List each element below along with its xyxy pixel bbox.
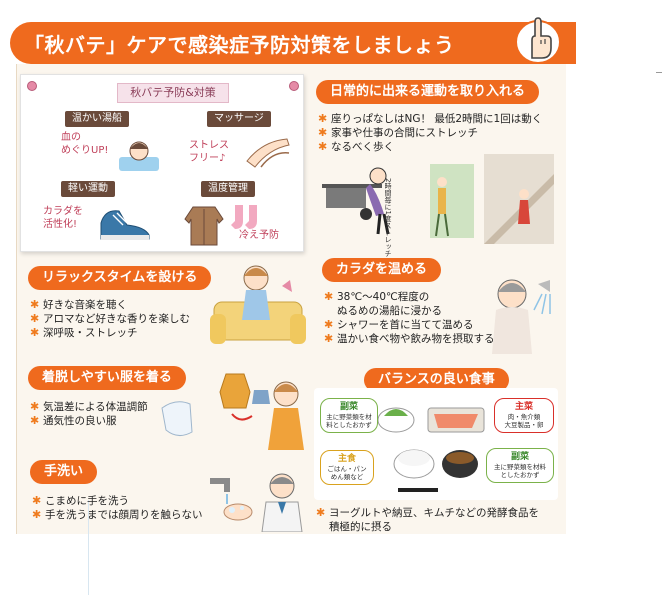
note-title: 秋バテ予防&対策 [117, 83, 229, 103]
handwritten-note: 血の めぐりUP! [61, 132, 109, 156]
page-title: 「秋バテ」ケアで感染症予防対策をしましょう [24, 32, 455, 57]
list-item: ✱シャワーを首に当てて温める [324, 318, 474, 331]
asterisk-bullet-icon: ✱ [316, 506, 326, 519]
asterisk-bullet-icon: ✱ [30, 326, 40, 339]
heading-clothes: 着脱しやすい服を着る [28, 366, 186, 390]
massage-hands-illustration [246, 138, 290, 168]
tag-exercise: 軽い運動 [61, 181, 115, 197]
list-item: ✱通気性の良い服 [30, 414, 117, 427]
asterisk-bullet-icon: ✱ [30, 414, 40, 427]
tag-bath: 温かい湯船 [65, 111, 129, 127]
hand-washing-illustration [210, 473, 303, 532]
asterisk-bullet-icon: ✱ [318, 126, 328, 139]
shower-illustration [492, 279, 551, 354]
exercise-list: ✱座りっぱなしはNG！ 最低2時間に1回は動く ✱家事や仕事の合間にストレッチ … [318, 112, 542, 154]
prevention-note-card: 秋バテ予防&対策 温かい湯船 血の めぐりUP! マッサージ ストレス フリー♪… [20, 74, 304, 252]
pointing-hand-icon [515, 17, 561, 64]
hand-washing-list: ✱こまめに手を洗う ✱手を洗うまでは顔周りを触らない [32, 494, 203, 522]
heading-warm-body: カラダを温める [322, 258, 442, 282]
asterisk-bullet-icon: ✱ [32, 508, 42, 521]
list-item: ✱好きな音楽を聴く [30, 298, 127, 311]
asterisk-bullet-icon: ✱ [30, 400, 40, 413]
exercise-illustration [322, 154, 554, 244]
heading-hand-washing: 手洗い [30, 460, 98, 484]
food-category-main-dish: 主菜 肉・魚介類 大豆製品・卵 [494, 398, 554, 433]
diet-list: ✱ヨーグルトや納豆、キムチなどの発酵食品を 積極的に摂る [316, 506, 539, 534]
food-category-side-dish: 副菜 主に野菜類を材 料としたおかず [320, 398, 378, 433]
diet-panel: 副菜 主に野菜類を材 料としたおかず 主菜 肉・魚介類 大豆製品・卵 主食 ごは… [314, 388, 558, 500]
list-item: ✱こまめに手を洗う [32, 494, 129, 507]
relax-list: ✱好きな音楽を聴く ✱アロマなど好きな香りを楽しむ ✱深呼吸・ストレッチ [30, 298, 190, 340]
handwritten-note: 冷え予防 [239, 230, 279, 241]
list-item: ✱ヨーグルトや納豆、キムチなどの発酵食品を 積極的に摂る [316, 506, 539, 533]
list-item: ✱気温差による体温調節 [30, 400, 148, 413]
push-pin-icon [27, 81, 37, 91]
sneaker-illustration [100, 210, 150, 240]
heading-relax: リラックスタイムを設ける [28, 266, 212, 290]
asterisk-bullet-icon: ✱ [30, 312, 40, 325]
tag-temperature: 温度管理 [201, 181, 255, 197]
list-item: ✱手を洗うまでは顔周りを触らない [32, 508, 203, 521]
list-item: ✱アロマなど好きな香りを楽しむ [30, 312, 190, 325]
push-pin-icon [289, 81, 299, 91]
handwritten-note: カラダを 活性化! [43, 206, 83, 230]
asterisk-bullet-icon: ✱ [318, 140, 328, 153]
meal-illustration [377, 407, 485, 492]
list-item: ✱なるべく歩く [318, 140, 394, 153]
asterisk-bullet-icon: ✱ [324, 318, 334, 331]
relax-sofa-illustration [210, 265, 306, 344]
cardigan-illustration [184, 206, 224, 246]
list-item: ✱温かい食べ物や飲み物を摂取する [324, 332, 495, 345]
heading-exercise: 日常的に出来る運動を取り入れる [316, 80, 540, 104]
asterisk-bullet-icon: ✱ [324, 332, 334, 345]
asterisk-bullet-icon: ✱ [30, 298, 40, 311]
bath-illustration [119, 141, 159, 171]
guide-line [88, 500, 89, 595]
warm-list: ✱38℃～40℃程度の ぬるめの湯船に浸かる ✱シャワーを首に当てて温める ✱温… [324, 290, 495, 346]
food-category-side-dish: 副菜 主に野菜類を材料 としたおかず [486, 448, 554, 483]
food-category-staple: 主食 ごはん・パン めん類など [320, 450, 374, 485]
tag-massage: マッサージ [207, 111, 271, 127]
list-item: ✱38℃～40℃程度の ぬるめの湯船に浸かる [324, 290, 442, 317]
handwritten-note: ストレス フリー♪ [189, 140, 229, 164]
stretch-caption: 2時間毎に1度ストレッチ [384, 178, 392, 257]
list-item: ✱家事や仕事の合間にストレッチ [318, 126, 478, 139]
list-item: ✱深呼吸・ストレッチ [30, 326, 138, 339]
asterisk-bullet-icon: ✱ [32, 494, 42, 507]
socks-illustration [231, 205, 257, 229]
asterisk-bullet-icon: ✱ [318, 112, 328, 125]
list-item: ✱座りっぱなしはNG！ 最低2時間に1回は動く [318, 112, 543, 125]
asterisk-bullet-icon: ✱ [324, 290, 334, 303]
clothes-list: ✱気温差による体温調節 ✱通気性の良い服 [30, 400, 148, 428]
title-banner: 「秋バテ」ケアで感染症予防対策をしましょう [10, 22, 576, 64]
clothes-illustration [161, 373, 304, 450]
edge-mark [656, 72, 662, 73]
